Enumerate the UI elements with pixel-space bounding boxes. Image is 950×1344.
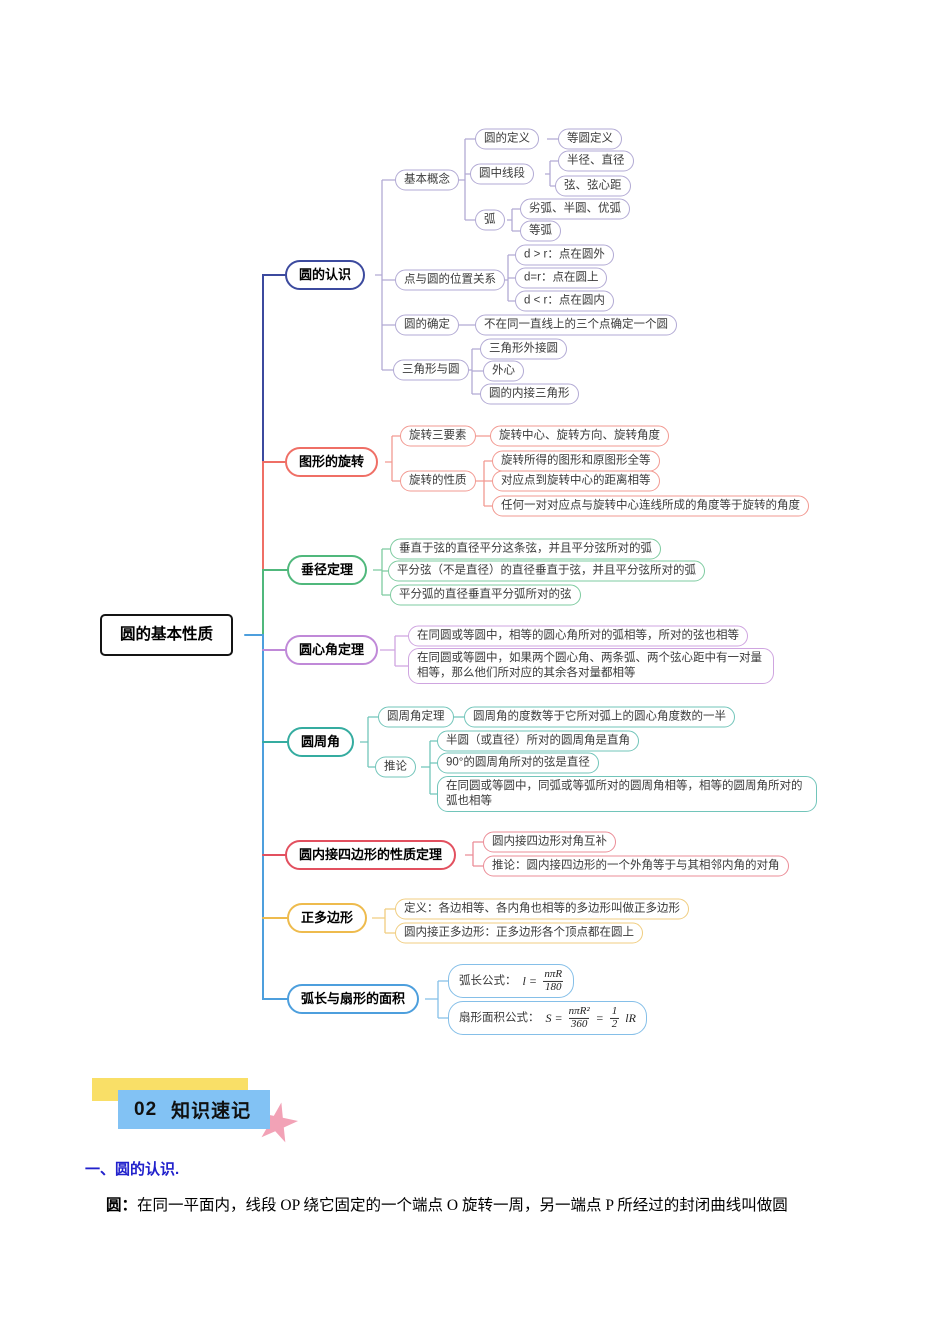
sector-formula-fraction-2: 1 2 [609,1004,620,1030]
branch-circle-basics: 圆的认识 [285,260,366,290]
sector-formula-tail: lR [625,1010,636,1025]
branch-arc-sector-area: 弧长与扇形的面积 [287,984,420,1014]
node-quad-exterior-angle: 推论：圆内接四边形的一个外角等于与其相邻内角的对角 [483,855,789,877]
body-paragraph-lead: 圆： [106,1197,138,1214]
node-radius-diameter: 半径、直径 [558,150,634,172]
node-central-angle-2: 在同圆或等圆中，如果两个圆心角、两条弧、两个弦心距中有一对量相等，那么他们所对应… [408,648,774,684]
node-regular-polygon-definition: 定义：各边相等、各内角也相等的多边形叫做正多边形 [395,898,689,920]
node-perpendicular-chord-1: 垂直于弦的直径平分这条弦，并且平分弦所对的弧 [390,538,661,560]
node-chord-distance: 弦、弦心距 [555,175,631,197]
node-circle-determination: 圆的确定 [395,314,459,336]
arc-formula-label: 弧长公式： [459,974,517,987]
node-quad-opposite-angles: 圆内接四边形对角互补 [483,831,616,853]
node-circumscribed-circle: 三角形外接圆 [480,338,567,360]
sector-formula-label: 扇形面积公式： [459,1011,540,1024]
branch-perpendicular-diameter-theorem: 垂径定理 [287,555,368,585]
node-inscribed-regular-polygon: 圆内接正多边形：正多边形各个顶点都在圆上 [395,922,643,944]
node-minor-semi-major-arc: 劣弧、半圆、优弧 [520,198,630,220]
node-equal-arc: 等弧 [520,220,561,242]
branch-rotation: 图形的旋转 [285,447,379,477]
branch-regular-polygon: 正多边形 [287,903,368,933]
node-d-equal-r: d=r：点在圆上 [515,267,608,289]
node-rotation-three-elements: 旋转三要素 [400,425,476,447]
node-arc: 弧 [475,209,505,231]
node-rotation-equal-distance: 对应点到旋转中心的距离相等 [492,470,660,492]
node-rotation-properties: 旋转的性质 [400,470,476,492]
node-rotation-center-direction-angle: 旋转中心、旋转方向、旋转角度 [490,425,669,447]
node-central-angle-1: 在同圆或等圆中，相等的圆心角所对的弧相等，所对的弦也相等 [408,625,748,647]
root-node: 圆的基本性质 [100,614,234,656]
node-semicircle-right-angle: 半圆（或直径）所对的圆周角是直角 [437,730,639,752]
node-circle-definition: 圆的定义 [475,128,539,150]
node-inscribed-triangle: 圆的内接三角形 [480,383,579,405]
node-basic-concepts: 基本概念 [395,169,459,191]
branch-inscribed-angle: 圆周角 [287,727,355,757]
node-triangle-and-circle: 三角形与圆 [393,359,469,381]
body-paragraph: 圆：在同一平面内，线段 OP 绕它固定的一个端点 O 旋转一周，另一端点 P 所… [106,1195,876,1217]
node-equal-circle-definition: 等圆定义 [558,128,622,150]
arc-formula-fraction: nπR 180 [542,967,564,993]
node-same-arc-equal-angles: 在同圆或等圆中，同弧或等弧所对的圆周角相等，相等的圆周角所对的弧也相等 [437,776,817,812]
node-90-degree-chord-diameter: 90°的圆周角所对的弦是直径 [437,752,599,774]
node-corollary: 推论 [375,756,416,778]
node-point-circle-position: 点与圆的位置关系 [395,269,505,291]
sector-formula-lhs: S = [545,1010,563,1025]
body-heading: 一、圆的认识. [85,1161,180,1178]
formula-arc-length: 弧长公式： l = nπR 180 [448,963,575,999]
node-d-greater-r: d > r：点在圆外 [515,244,614,266]
branch-central-angle-theorem: 圆心角定理 [285,635,379,665]
formula-sector-area: 扇形面积公式： S = nπR² 360 = 1 2 lR [448,1000,647,1036]
body-paragraph-text: 在同一平面内，线段 OP 绕它固定的一个端点 O 旋转一周，另一端点 P 所经过… [137,1197,788,1214]
node-rotation-equal-angle: 任何一对对应点与旋转中心连线所成的角度等于旋转的角度 [492,495,809,517]
node-rotation-congruent: 旋转所得的图形和原图形全等 [492,450,660,472]
branch-cyclic-quadrilateral-theorem: 圆内接四边形的性质定理 [285,840,457,870]
arc-formula-lhs: l = [522,973,537,988]
node-three-points-one-circle: 不在同一直线上的三个点确定一个圆 [475,314,677,336]
node-circumcenter: 外心 [483,360,524,382]
node-d-less-r: d < r：点在圆内 [515,290,614,312]
section-title: 知识速记 [171,1101,252,1122]
node-perpendicular-chord-3: 平分弧的直径垂直平分弧所对的弦 [390,584,581,606]
sector-formula-fraction-1: nπR² 360 [568,1004,590,1030]
node-circle-segments: 圆中线段 [470,163,534,185]
node-inscribed-angle-theorem: 圆周角定理 [378,706,454,728]
section-header: 02 知识速记 [118,1090,270,1129]
sector-formula-equals: = [595,1010,604,1025]
node-perpendicular-chord-2: 平分弦（不是直径）的直径垂直于弦，并且平分弦所对的弧 [388,560,705,582]
section-number: 02 [134,1098,158,1120]
node-inscribed-angle-half: 圆周角的度数等于它所对弧上的圆心角度数的一半 [464,706,735,728]
